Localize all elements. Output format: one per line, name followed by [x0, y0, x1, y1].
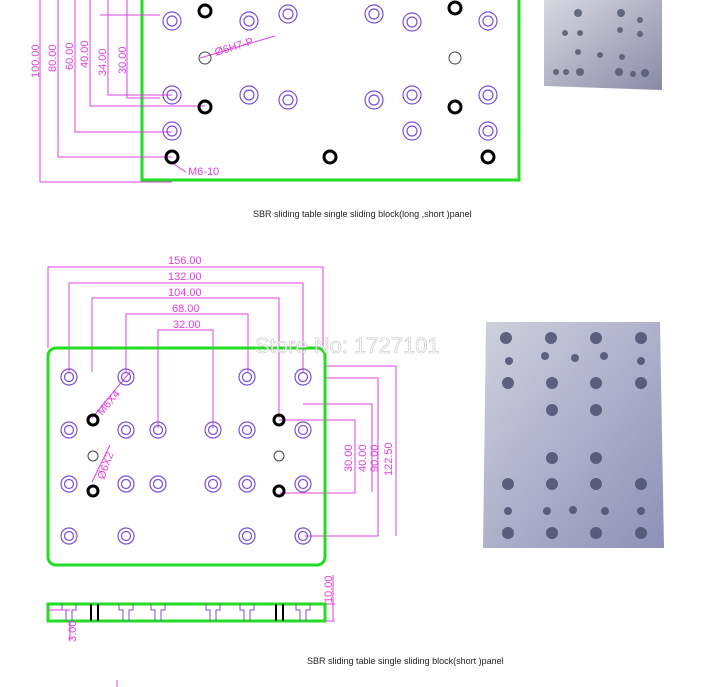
bottom-dim-132: 132.00 — [168, 271, 202, 283]
side-depth-label: 3.00 — [67, 621, 79, 642]
top-panel-drawing: 100.00 80.00 60.00 40.00 34.00 30.00 Ø6H… — [30, 0, 521, 219]
top-dimension-lines — [39, 0, 276, 183]
top-dim-60: 60.00 — [64, 42, 76, 70]
bottom-caption: SBR sliding table single sliding block(s… — [307, 656, 504, 666]
bottom-dim-90: 90.00 — [369, 444, 381, 472]
top-hole-label: Ø6H7-P — [213, 36, 255, 59]
bottom-panel-drawing: 156.00 132.00 104.00 68.00 32.00 30.00 4… — [46, 255, 504, 687]
top-thread-label: M6-10 — [188, 166, 219, 178]
bottom-thread-holes — [86, 413, 286, 498]
top-thread-holes — [164, 0, 496, 165]
top-holes — [162, 4, 498, 141]
side-height-label: 10.00 — [323, 575, 335, 603]
bottom-dim-68: 68.00 — [172, 303, 200, 315]
bottom-pin-holes — [87, 450, 285, 462]
bottom-dim-156: 156.00 — [168, 255, 202, 267]
bottom-dim-32: 32.00 — [173, 319, 201, 331]
top-dim-34: 34.00 — [97, 48, 109, 76]
top-caption: SBR sliding table single sliding block(l… — [253, 209, 472, 219]
bottom-m6x4-label: M6X4 — [95, 388, 123, 418]
store-watermark: Store No: 1727101 — [255, 333, 440, 358]
bottom-plate-photo — [483, 322, 664, 548]
bottom-dimension-lines — [47, 266, 397, 537]
bottom-holes — [60, 368, 312, 545]
bottom-side-view — [46, 575, 335, 640]
top-dim-80: 80.00 — [47, 44, 59, 72]
bottom-phi6-label: Ø6X2 — [96, 450, 117, 481]
top-dim-30: 30.00 — [117, 46, 129, 74]
top-dim-40: 40.00 — [79, 40, 91, 68]
top-dim-100: 100.00 — [30, 44, 42, 78]
bottom-dim-122: 122.50 — [383, 442, 395, 476]
bottom-dim-40: 40.00 — [357, 444, 369, 472]
top-plate-outline — [140, 0, 521, 182]
bottom-dim-104: 104.00 — [168, 287, 202, 299]
top-pin-holes — [198, 51, 462, 65]
bottom-plate-outline — [46, 346, 327, 567]
top-plate-photo — [544, 0, 662, 90]
bottom-dim-30: 30.00 — [343, 444, 355, 472]
